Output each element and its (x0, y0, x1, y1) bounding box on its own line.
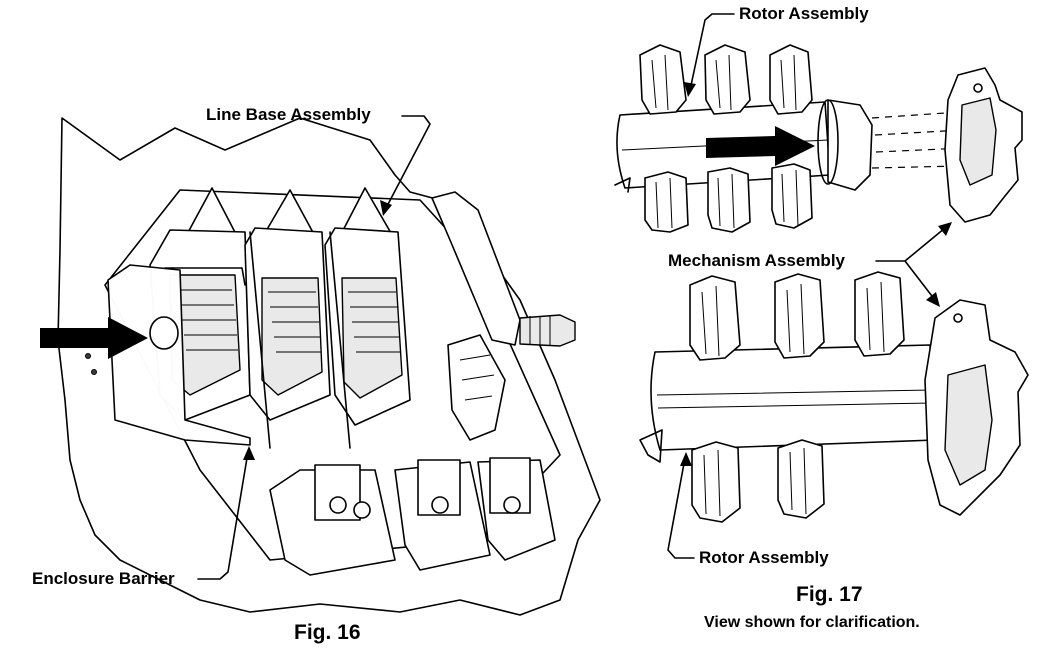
fig16-enclosure-barrier (107, 264, 251, 446)
fig16-terminal-2 (394, 459, 491, 571)
fig17-alignment-lines (871, 111, 966, 169)
fig16-leader-line-barrier (197, 451, 249, 580)
fig17-hex-end (827, 99, 873, 191)
fig17-leader-arrowhead (938, 222, 952, 236)
fig17-leader-rotor-top (689, 13, 735, 91)
fig16-hole (91, 369, 97, 375)
fig17-top-rotor-fins (639, 44, 813, 233)
caption-fig16: Fig. 16 (294, 621, 361, 644)
label-mechanism-assembly: Mechanism Assembly (668, 251, 845, 270)
fig16-hole (85, 353, 91, 359)
fig17-bottom-rotor-shaft (650, 344, 936, 451)
fig16-leader-arrowhead (380, 200, 392, 216)
caption-fig17-note: View shown for clarification. (704, 614, 920, 631)
fig17-leader-arrowhead (926, 292, 940, 307)
fig16-mechanism-bracket (447, 334, 506, 441)
fig16-knob (149, 316, 179, 350)
fig16-screw (519, 314, 576, 347)
label-enclosure-barrier: Enclosure Barrier (32, 569, 175, 588)
fig17-leader-rotor-bottom (667, 457, 695, 559)
label-rotor-assembly-bottom: Rotor Assembly (699, 548, 829, 567)
fig16-barrier-divider (329, 231, 351, 449)
fig16-pole-3 (324, 227, 411, 426)
fig16-leader-line-base (384, 115, 431, 211)
label-rotor-assembly-top: Rotor Assembly (739, 4, 869, 23)
fig16-terminal-3 (477, 457, 556, 561)
caption-fig17: Fig. 17 (796, 583, 863, 606)
fig16-terminal-1 (269, 464, 396, 576)
fig17-arrow (706, 126, 815, 166)
fig17-drawing (614, 13, 1029, 559)
fig16-arrow (40, 317, 148, 359)
fig16-leader-arrowhead (243, 446, 255, 460)
fig16-drawing (40, 115, 601, 616)
fig17-bottom-rotor-fins (689, 271, 905, 523)
label-line-base-assembly: Line Base Assembly (206, 105, 371, 124)
fig17-leader-arrowhead (684, 82, 696, 97)
fig16-handle (431, 191, 521, 346)
fig17-leader-mechanism (875, 227, 946, 301)
fig16-barrier-divider (249, 231, 271, 449)
fig17-leader-arrowhead (680, 452, 692, 466)
